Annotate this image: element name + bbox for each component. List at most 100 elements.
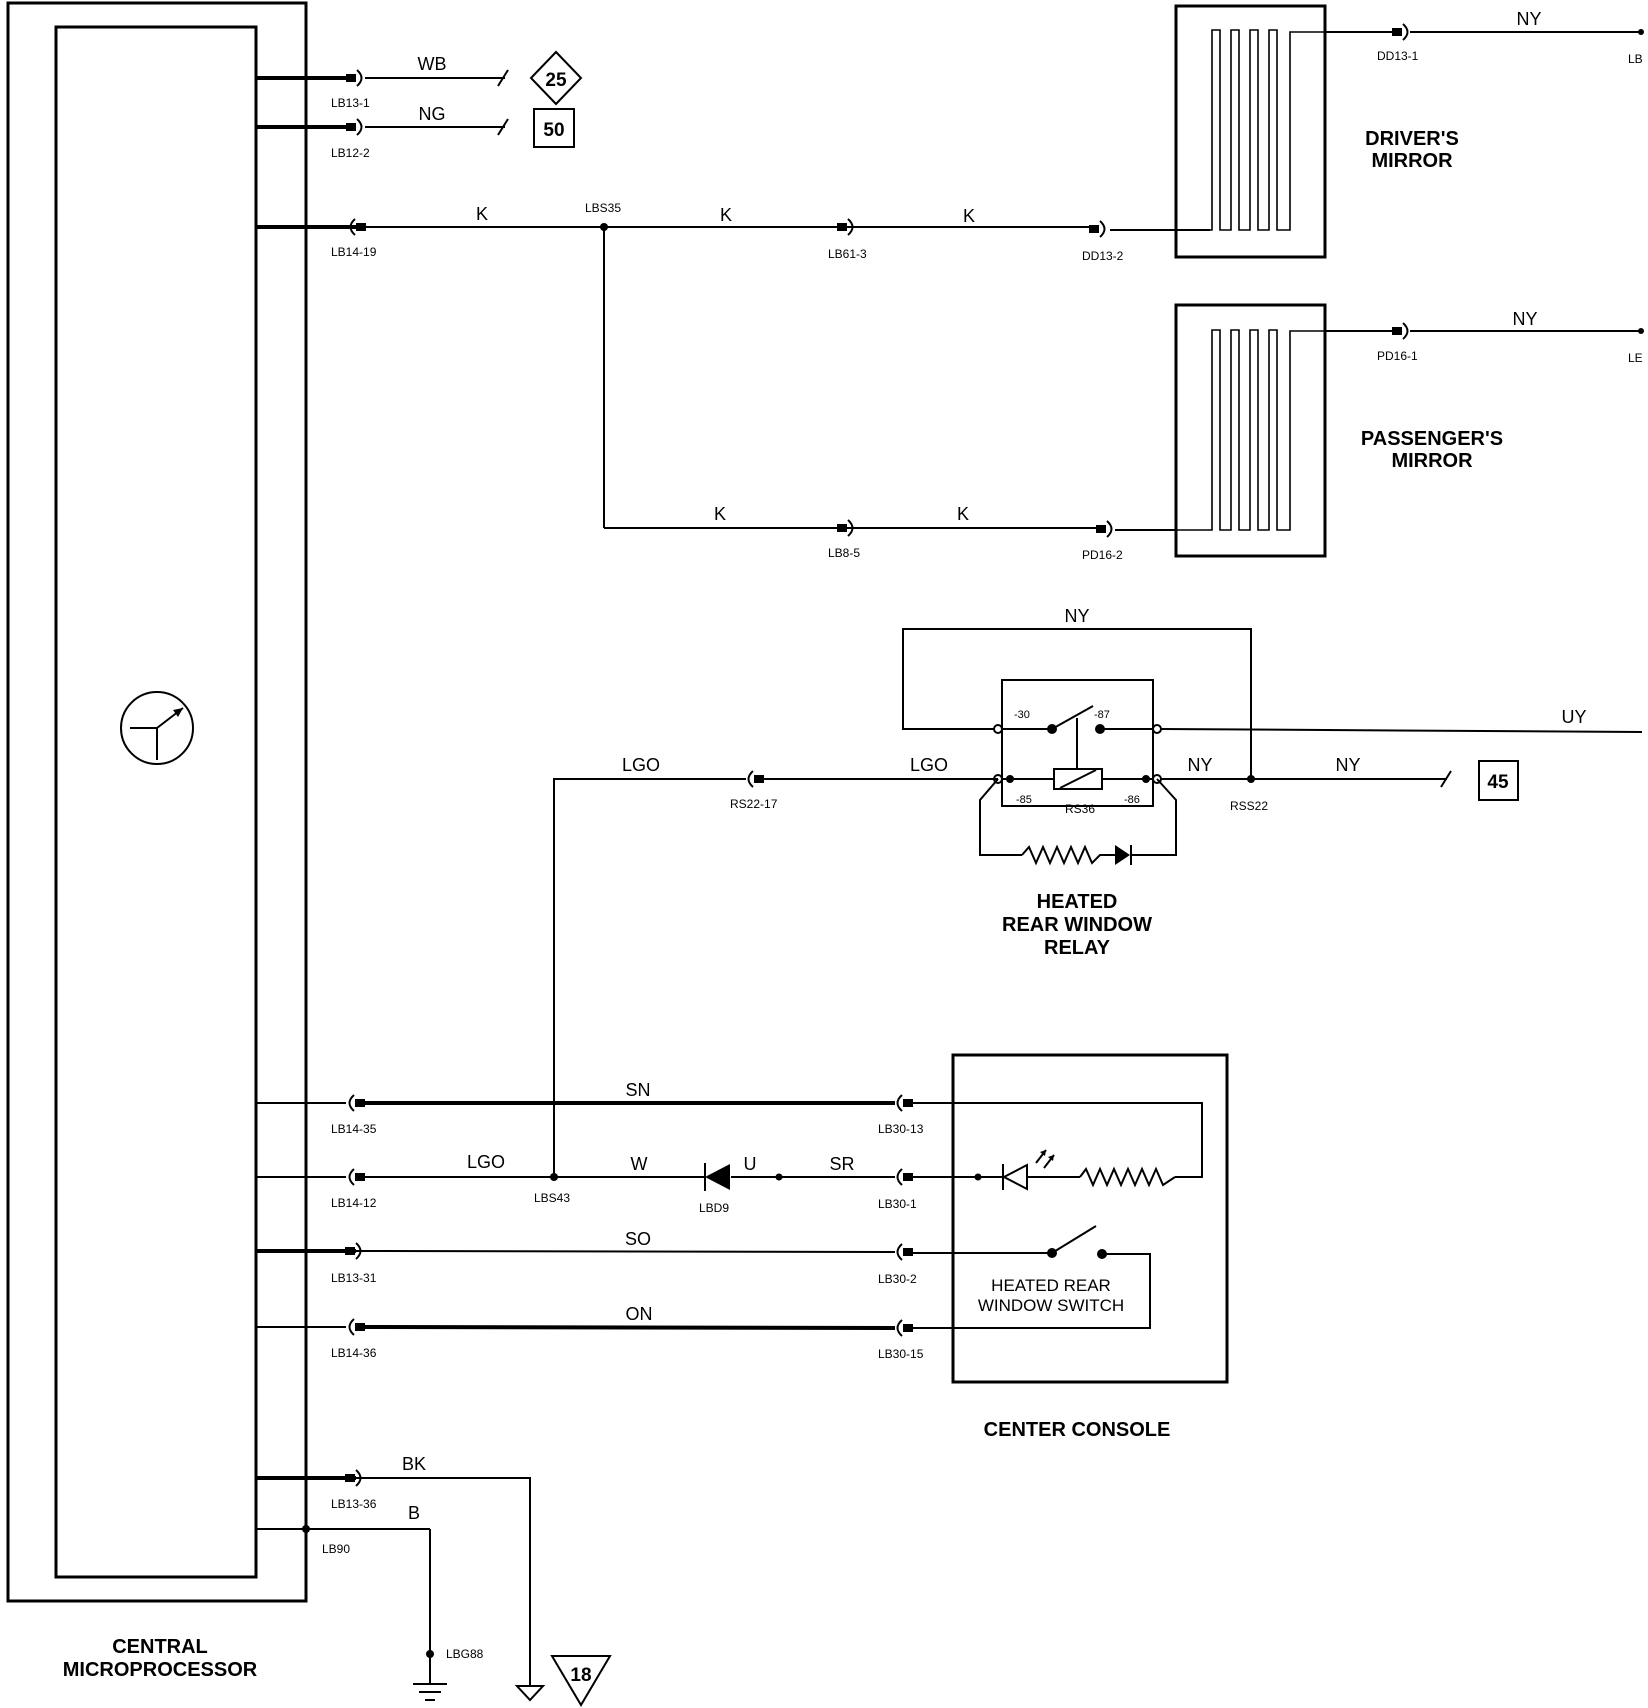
- svg-text:50: 50: [543, 120, 564, 141]
- center-console-box: [951, 1053, 1229, 1384]
- passengers-mirror-heater-element-icon: [1176, 329, 1325, 531]
- connector-lb30-2: LB30-2: [878, 1272, 917, 1286]
- wire-label-so: SO: [625, 1229, 651, 1249]
- wire-label-bk: BK: [402, 1454, 426, 1474]
- wire-label-on: ON: [626, 1304, 653, 1324]
- connector-rs22-17: RS22-17: [730, 797, 778, 811]
- drivers-mirror-heater-element-icon: [1210, 29, 1325, 231]
- relay-86-circuit: NY NY RSS22 45: [1161, 755, 1519, 813]
- connector-lb13-36: LB13-36: [331, 1497, 377, 1511]
- connector-symbol-lb61-3: [837, 218, 854, 236]
- lgo-w-sr-circuit: LGO W U SR LB14-12 LBS43 LBD9 LB30-1: [256, 1152, 953, 1215]
- bk-ground-circuit: BK LB13-36 18: [256, 1454, 612, 1707]
- wire-label-uy: UY: [1561, 707, 1586, 727]
- connector-symbol-lb13-31: [345, 1242, 362, 1260]
- wire-label-sr: SR: [829, 1154, 854, 1174]
- connector-symbol-lb12-2: [346, 118, 363, 136]
- connector-lb12-2: LB12-2: [331, 146, 370, 160]
- connector-lb14-19: LB14-19: [331, 245, 377, 259]
- wire-label-k-3: K: [963, 206, 975, 226]
- chassis-ground-icon: [514, 1685, 546, 1702]
- wire-label-sn: SN: [625, 1080, 650, 1100]
- wire-label-lgo-left: LGO: [622, 755, 660, 775]
- connector-pd16-2: PD16-2: [1082, 548, 1123, 562]
- connector-lb30-1: LB30-1: [878, 1197, 917, 1211]
- center-console-label: CENTER CONSOLE: [984, 1419, 1171, 1441]
- wb-circuit: WB LB13-1 25: [256, 50, 583, 110]
- wire-label-b: B: [408, 1503, 420, 1523]
- connector-symbol-pd16-2: [1096, 520, 1113, 538]
- connector-lbg88: LBG88: [446, 1647, 484, 1661]
- microprocessor-outer-box: [6, 1, 308, 1603]
- connector-symbol-rs22-17: [747, 770, 764, 788]
- passengers-mirror-box: [1174, 303, 1327, 558]
- connector-lb30-13: LB30-13: [878, 1122, 924, 1136]
- connector-symbol-lb30-2: [896, 1243, 913, 1261]
- wire-label-k-1: K: [476, 204, 488, 224]
- connector-pd16-1: PD16-1: [1377, 349, 1418, 363]
- wire-label-ny-driver: NY: [1516, 9, 1541, 29]
- so-circuit: SO LB13-31 LB30-2: [256, 1229, 953, 1286]
- reference-25-diamond: 25: [529, 50, 583, 106]
- connector-lb30-15: LB30-15: [878, 1347, 924, 1361]
- connector-symbol-pd16-1: [1392, 322, 1409, 340]
- indicator-led-icon: [1001, 1149, 1055, 1191]
- connector-lbd9: LBD9: [699, 1201, 729, 1215]
- connector-lb8-5: LB8-5: [828, 546, 860, 560]
- splice-lbs43: [550, 1173, 558, 1181]
- relay-pin-87: -87: [1094, 709, 1110, 721]
- connector-dd13-2: DD13-2: [1082, 249, 1124, 263]
- connector-symbol-lb14-36: [348, 1318, 365, 1336]
- wire-label-lgo-right: LGO: [910, 755, 948, 775]
- wire-label-wb: WB: [418, 54, 447, 74]
- drivers-mirror-box: [1174, 4, 1327, 259]
- connector-symbol-dd13-1: [1392, 23, 1409, 41]
- switch-lever-icon: [1051, 1225, 1097, 1254]
- connector-lb90: LB90: [322, 1542, 350, 1556]
- connector-symbol-dd13-2: [1089, 220, 1106, 238]
- connector-symbol-lb30-15: [896, 1319, 913, 1337]
- relay-pin-85: -85: [1016, 794, 1032, 806]
- connector-lb14-12: LB14-12: [331, 1196, 377, 1210]
- connector-symbol-lb13-36: [345, 1469, 362, 1487]
- wire-label-k-2: K: [720, 205, 732, 225]
- connector-symbol-lb8-5: [837, 519, 854, 537]
- splice-rss22: [1247, 775, 1255, 783]
- svg-text:25: 25: [545, 70, 567, 91]
- relay-pin-30: -30: [1014, 709, 1030, 721]
- ng-circuit: NG LB12-2 50: [256, 104, 575, 160]
- wire-label-k-5: K: [957, 504, 969, 524]
- wire-label-w: W: [631, 1154, 648, 1174]
- wire-label-ny-relay-top: NY: [1064, 606, 1089, 626]
- lgo-relay-circuit: LGO LGO RS22-17: [553, 755, 998, 1177]
- relay-box: [1001, 679, 1154, 807]
- connector-lb13-31: LB13-31: [331, 1271, 377, 1285]
- wire-label-lgo-switch: LGO: [467, 1152, 505, 1172]
- connector-lbs35: LBS35: [585, 201, 621, 215]
- reference-45-box: 45: [1478, 760, 1519, 801]
- connector-lb14-36: LB14-36: [331, 1346, 377, 1360]
- svg-text:45: 45: [1487, 772, 1509, 793]
- connector-symbol-lb30-13: [896, 1094, 913, 1112]
- wire-label-ng: NG: [419, 104, 446, 124]
- wire-label-ny-relay-86: NY: [1187, 755, 1212, 775]
- connector-dd13-1: DD13-1: [1377, 49, 1419, 63]
- connector-lb61-3: LB61-3: [828, 247, 867, 261]
- wire-label-ny-passenger: NY: [1512, 309, 1537, 329]
- connector-lb14-35: LB14-35: [331, 1122, 377, 1136]
- wire-label-k-4: K: [714, 504, 726, 524]
- connector-lb-cut-1: LB: [1628, 52, 1643, 66]
- connector-lb-cut-2: LE: [1628, 351, 1643, 365]
- splice-lbs35: [600, 223, 608, 231]
- connector-symbol-lb14-12: [348, 1168, 365, 1186]
- connector-symbols: [345, 23, 1409, 1487]
